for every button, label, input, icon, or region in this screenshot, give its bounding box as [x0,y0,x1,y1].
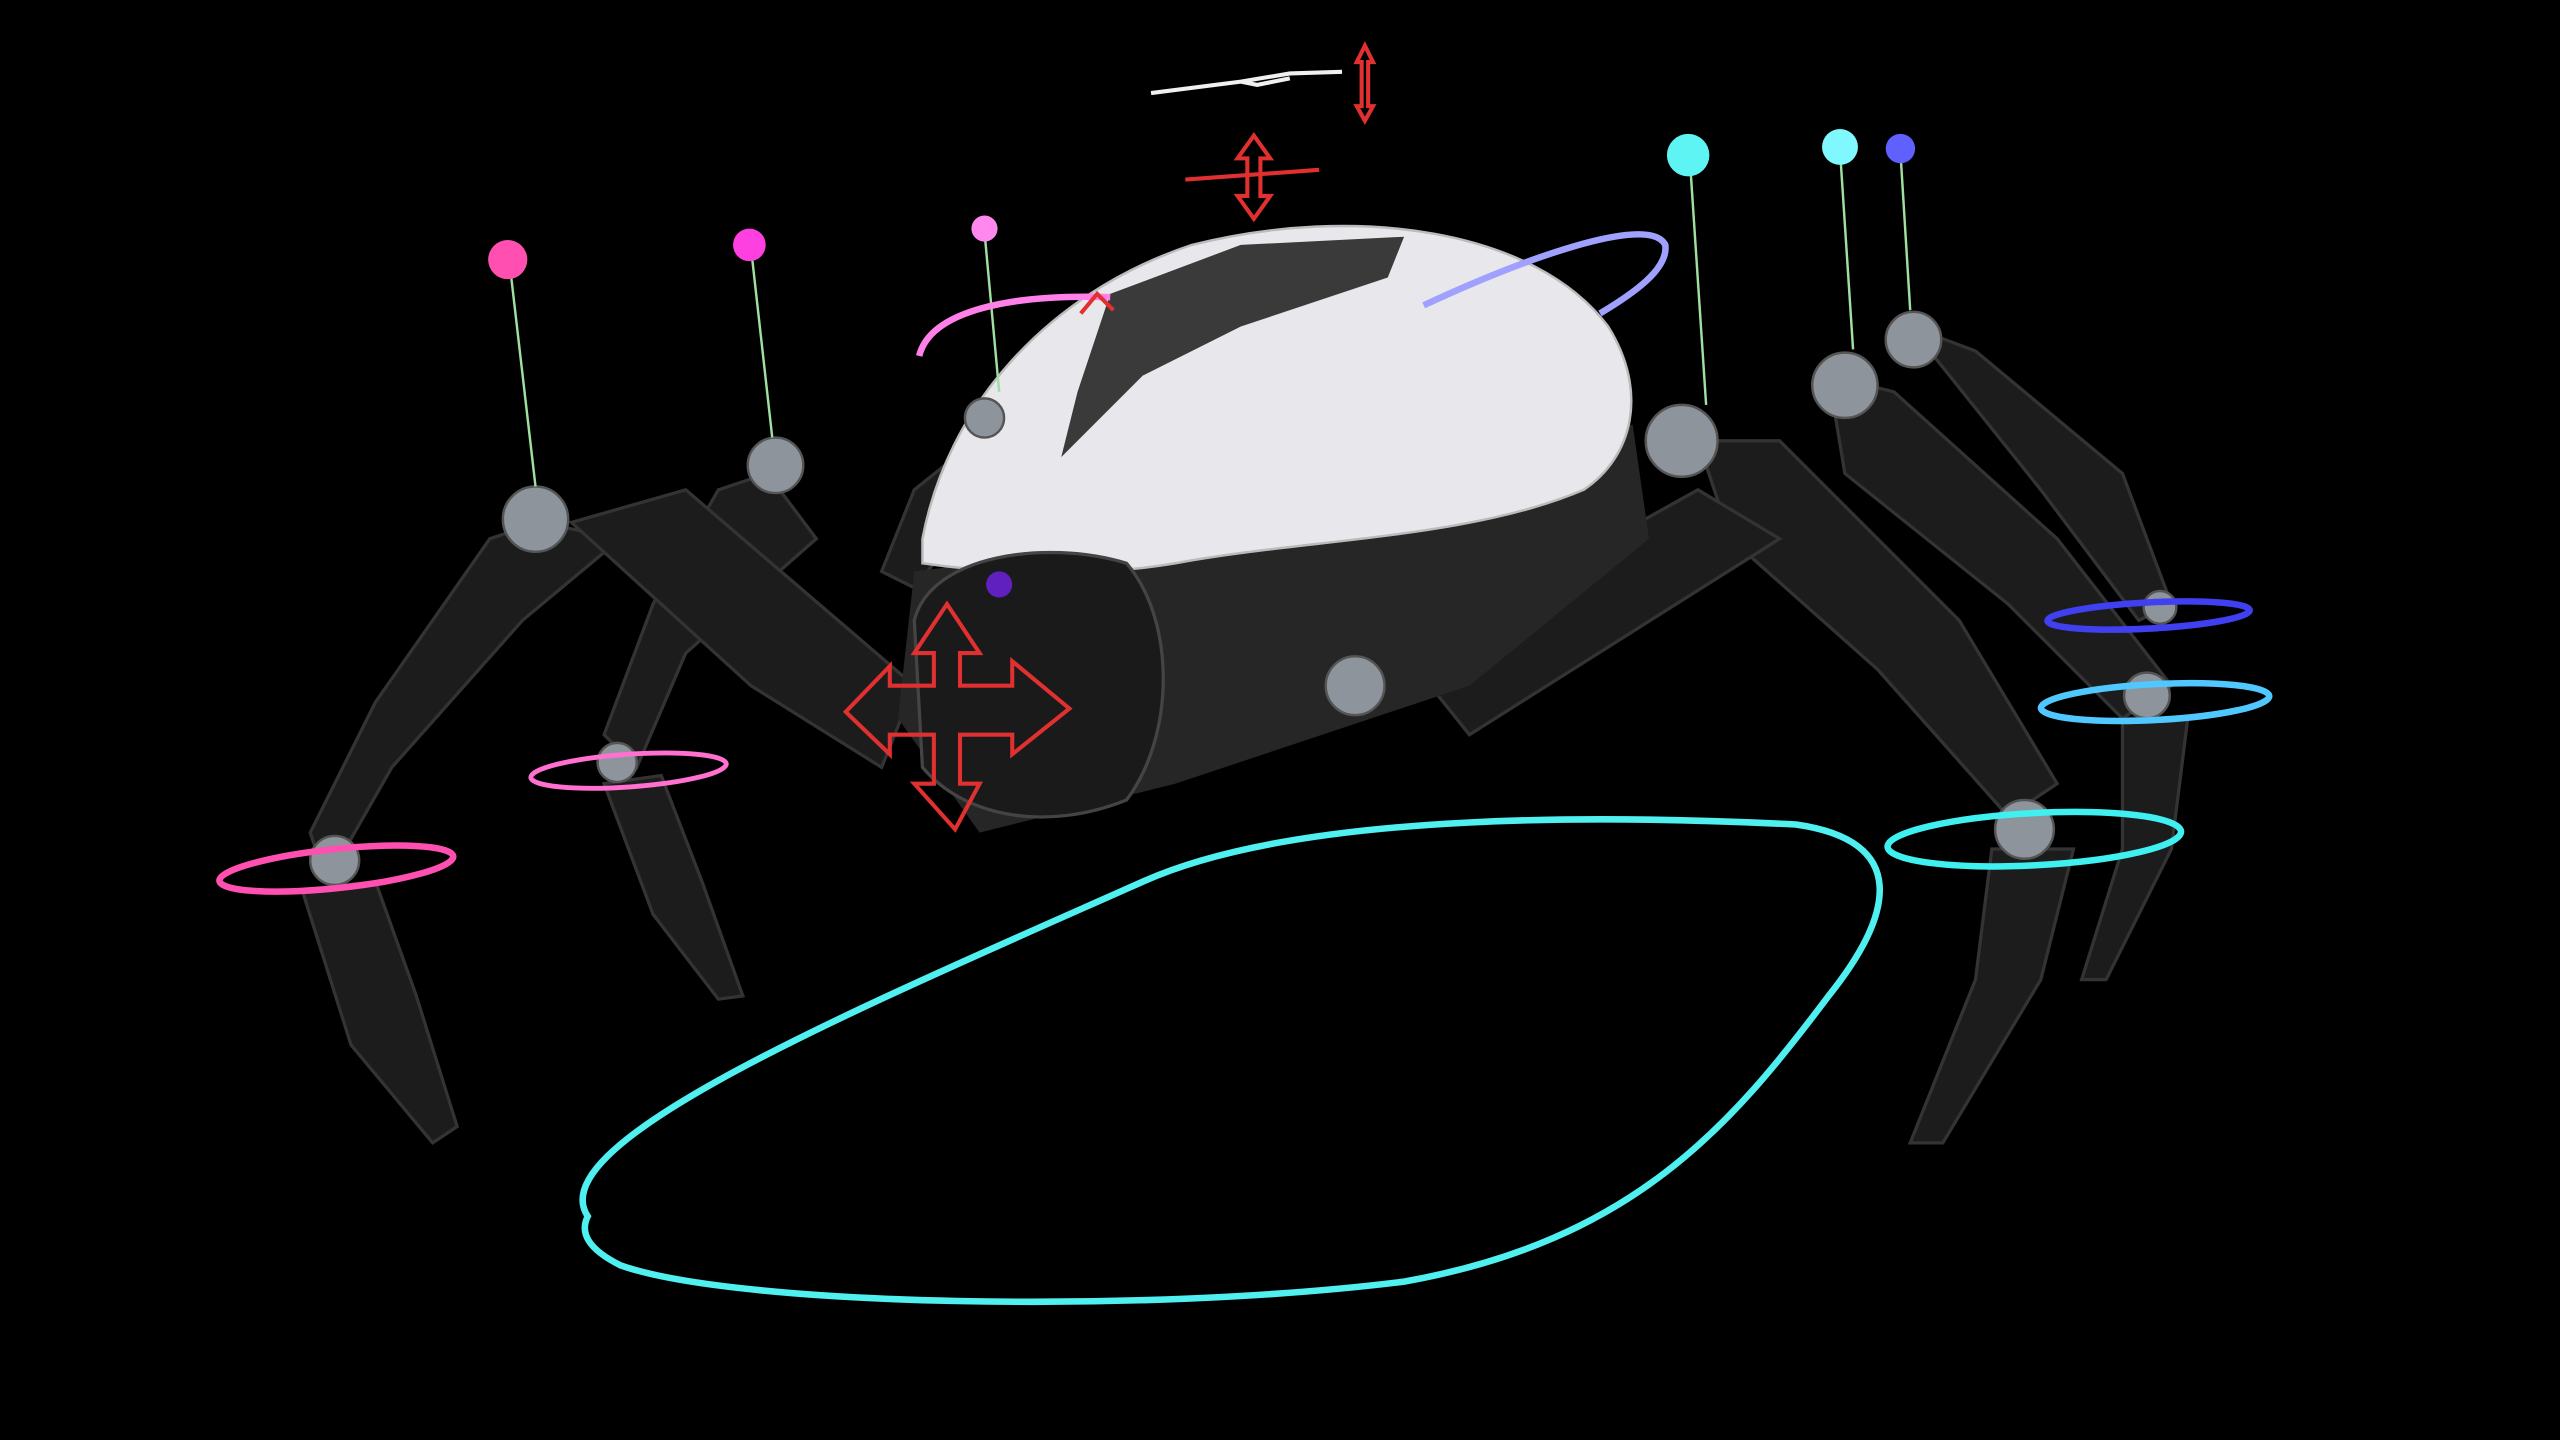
claw-right-mid [2079,716,2190,982]
pin-control-icon [1885,133,1916,311]
pin-controls[interactable] [488,128,1916,487]
ring-control-icon [216,842,457,895]
move-arrows-icon[interactable] [842,41,1377,833]
body-shell [921,224,1633,574]
legs [299,322,2190,1146]
thigh-left [568,487,917,770]
rotate-arc-icon[interactable] [916,293,1111,357]
pin-control-icon [1822,128,1858,350]
leg-left-front [308,520,625,886]
ring-control-icon [2044,598,2253,633]
body-spine-plate [1061,236,1405,458]
pin-control-icon [971,215,1001,392]
claw-left-front [299,879,460,1146]
pin-control-icon [488,240,537,487]
claw-right-front [1907,847,2076,1145]
pin-control-icon [1666,133,1710,405]
top-handle-line[interactable] [1150,69,1343,96]
claw-left-mid [601,773,746,1001]
rotate-arc-icon[interactable] [1422,231,1669,317]
ring-control-icon [528,750,729,791]
ring-control-icon [2037,679,2273,725]
head-eye [986,571,1013,598]
robot-body[interactable] [897,224,1649,833]
pin-control-icon [733,228,774,438]
root-control-loop[interactable] [579,816,1883,1306]
ring-controls[interactable] [216,597,2273,900]
ring-control-icon [1884,808,2185,870]
